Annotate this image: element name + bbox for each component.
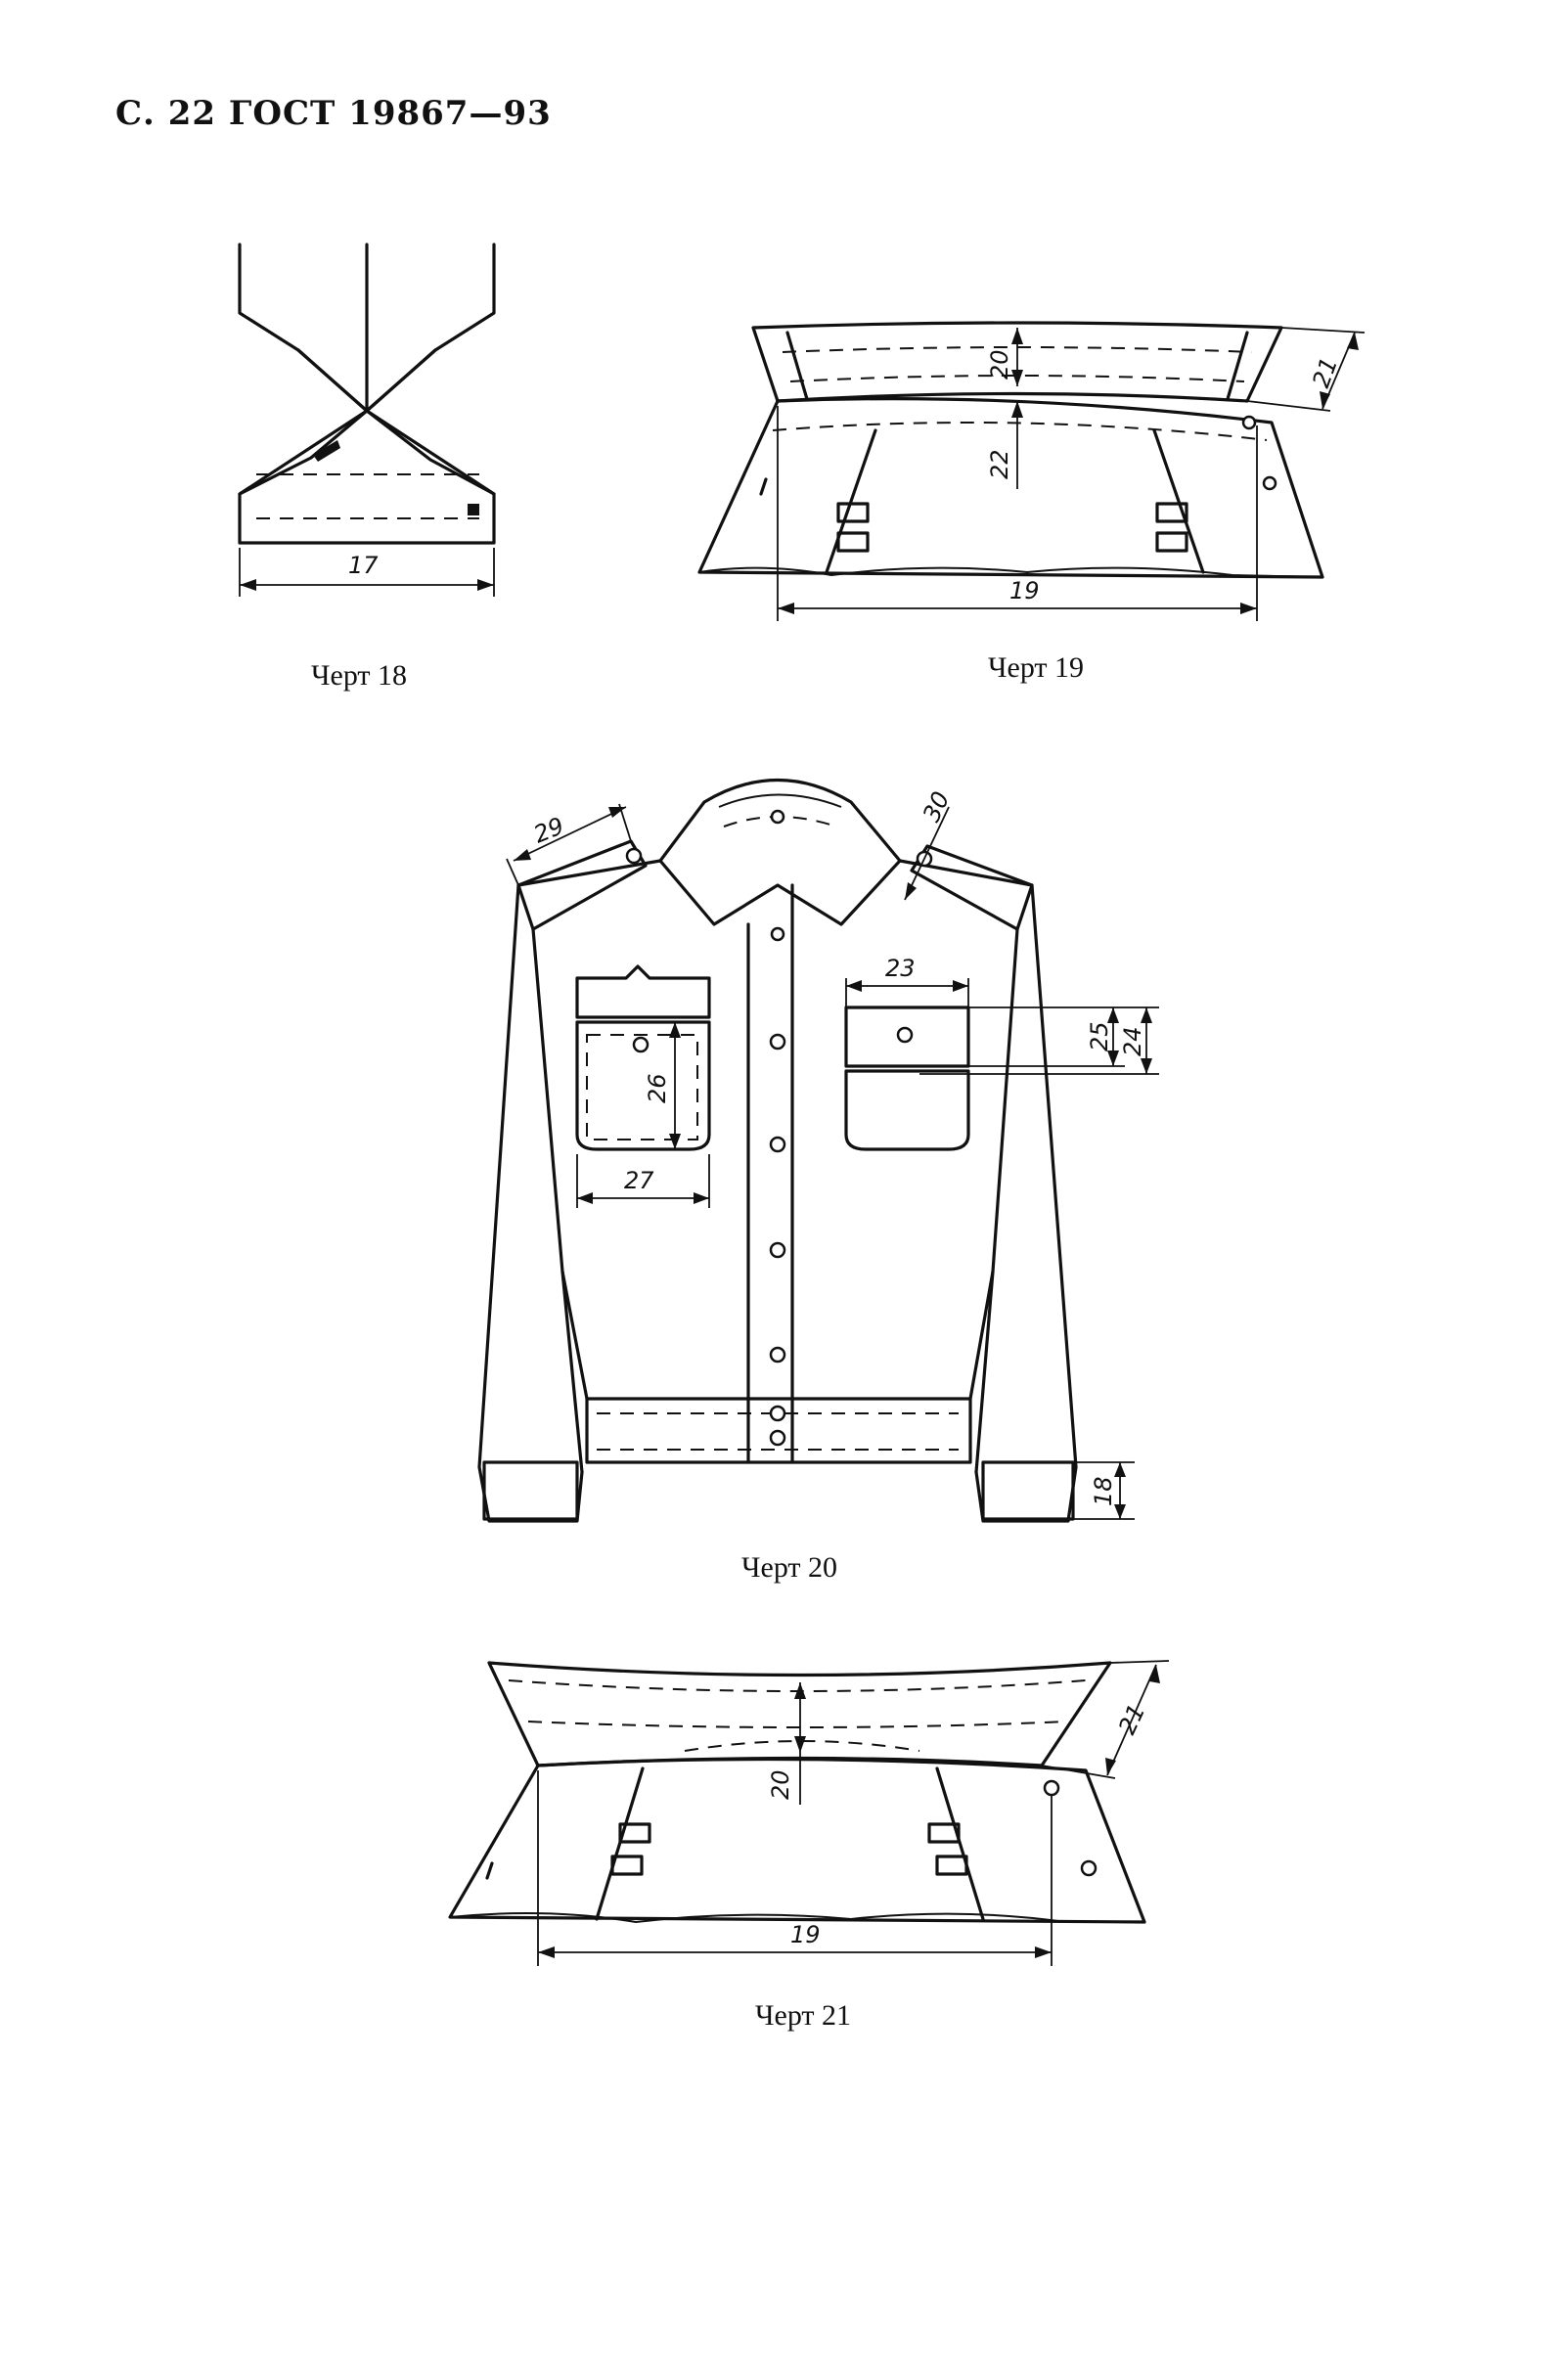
dim-20: 20	[986, 349, 1013, 380]
caption-21: Черт 21	[755, 1999, 851, 2032]
dim-30: 30	[918, 787, 955, 827]
dim-27: 27	[624, 1167, 654, 1194]
dim-18: 18	[1090, 1476, 1117, 1506]
figure-19-drawing: 20 21 22 19	[697, 321, 1366, 621]
dim-25: 25	[1086, 1021, 1113, 1051]
dim-20b: 20	[767, 1769, 794, 1800]
caption-19: Черт 19	[988, 651, 1084, 684]
dim-22: 22	[986, 449, 1013, 479]
figure-21-drawing: 21 20 19	[448, 1660, 1170, 1966]
caption-18: Черт 18	[311, 659, 407, 692]
dim-19: 19	[1009, 577, 1040, 604]
dim-29: 29	[530, 812, 568, 848]
dim-23: 23	[885, 955, 916, 982]
dim-26: 26	[644, 1073, 671, 1103]
dim-19b: 19	[790, 1921, 821, 1948]
page-header: С. 22 ГОСТ 19867—93	[115, 94, 552, 133]
caption-20: Черт 20	[741, 1551, 837, 1584]
dim-24: 24	[1119, 1026, 1146, 1056]
figure-20-drawing: 29 30 23 25 24 26 27	[477, 779, 1159, 1523]
figure-18-drawing: 17	[238, 243, 496, 597]
dim-21b: 21	[1113, 1700, 1150, 1739]
dim-21: 21	[1307, 354, 1343, 391]
dim-17: 17	[348, 552, 379, 579]
